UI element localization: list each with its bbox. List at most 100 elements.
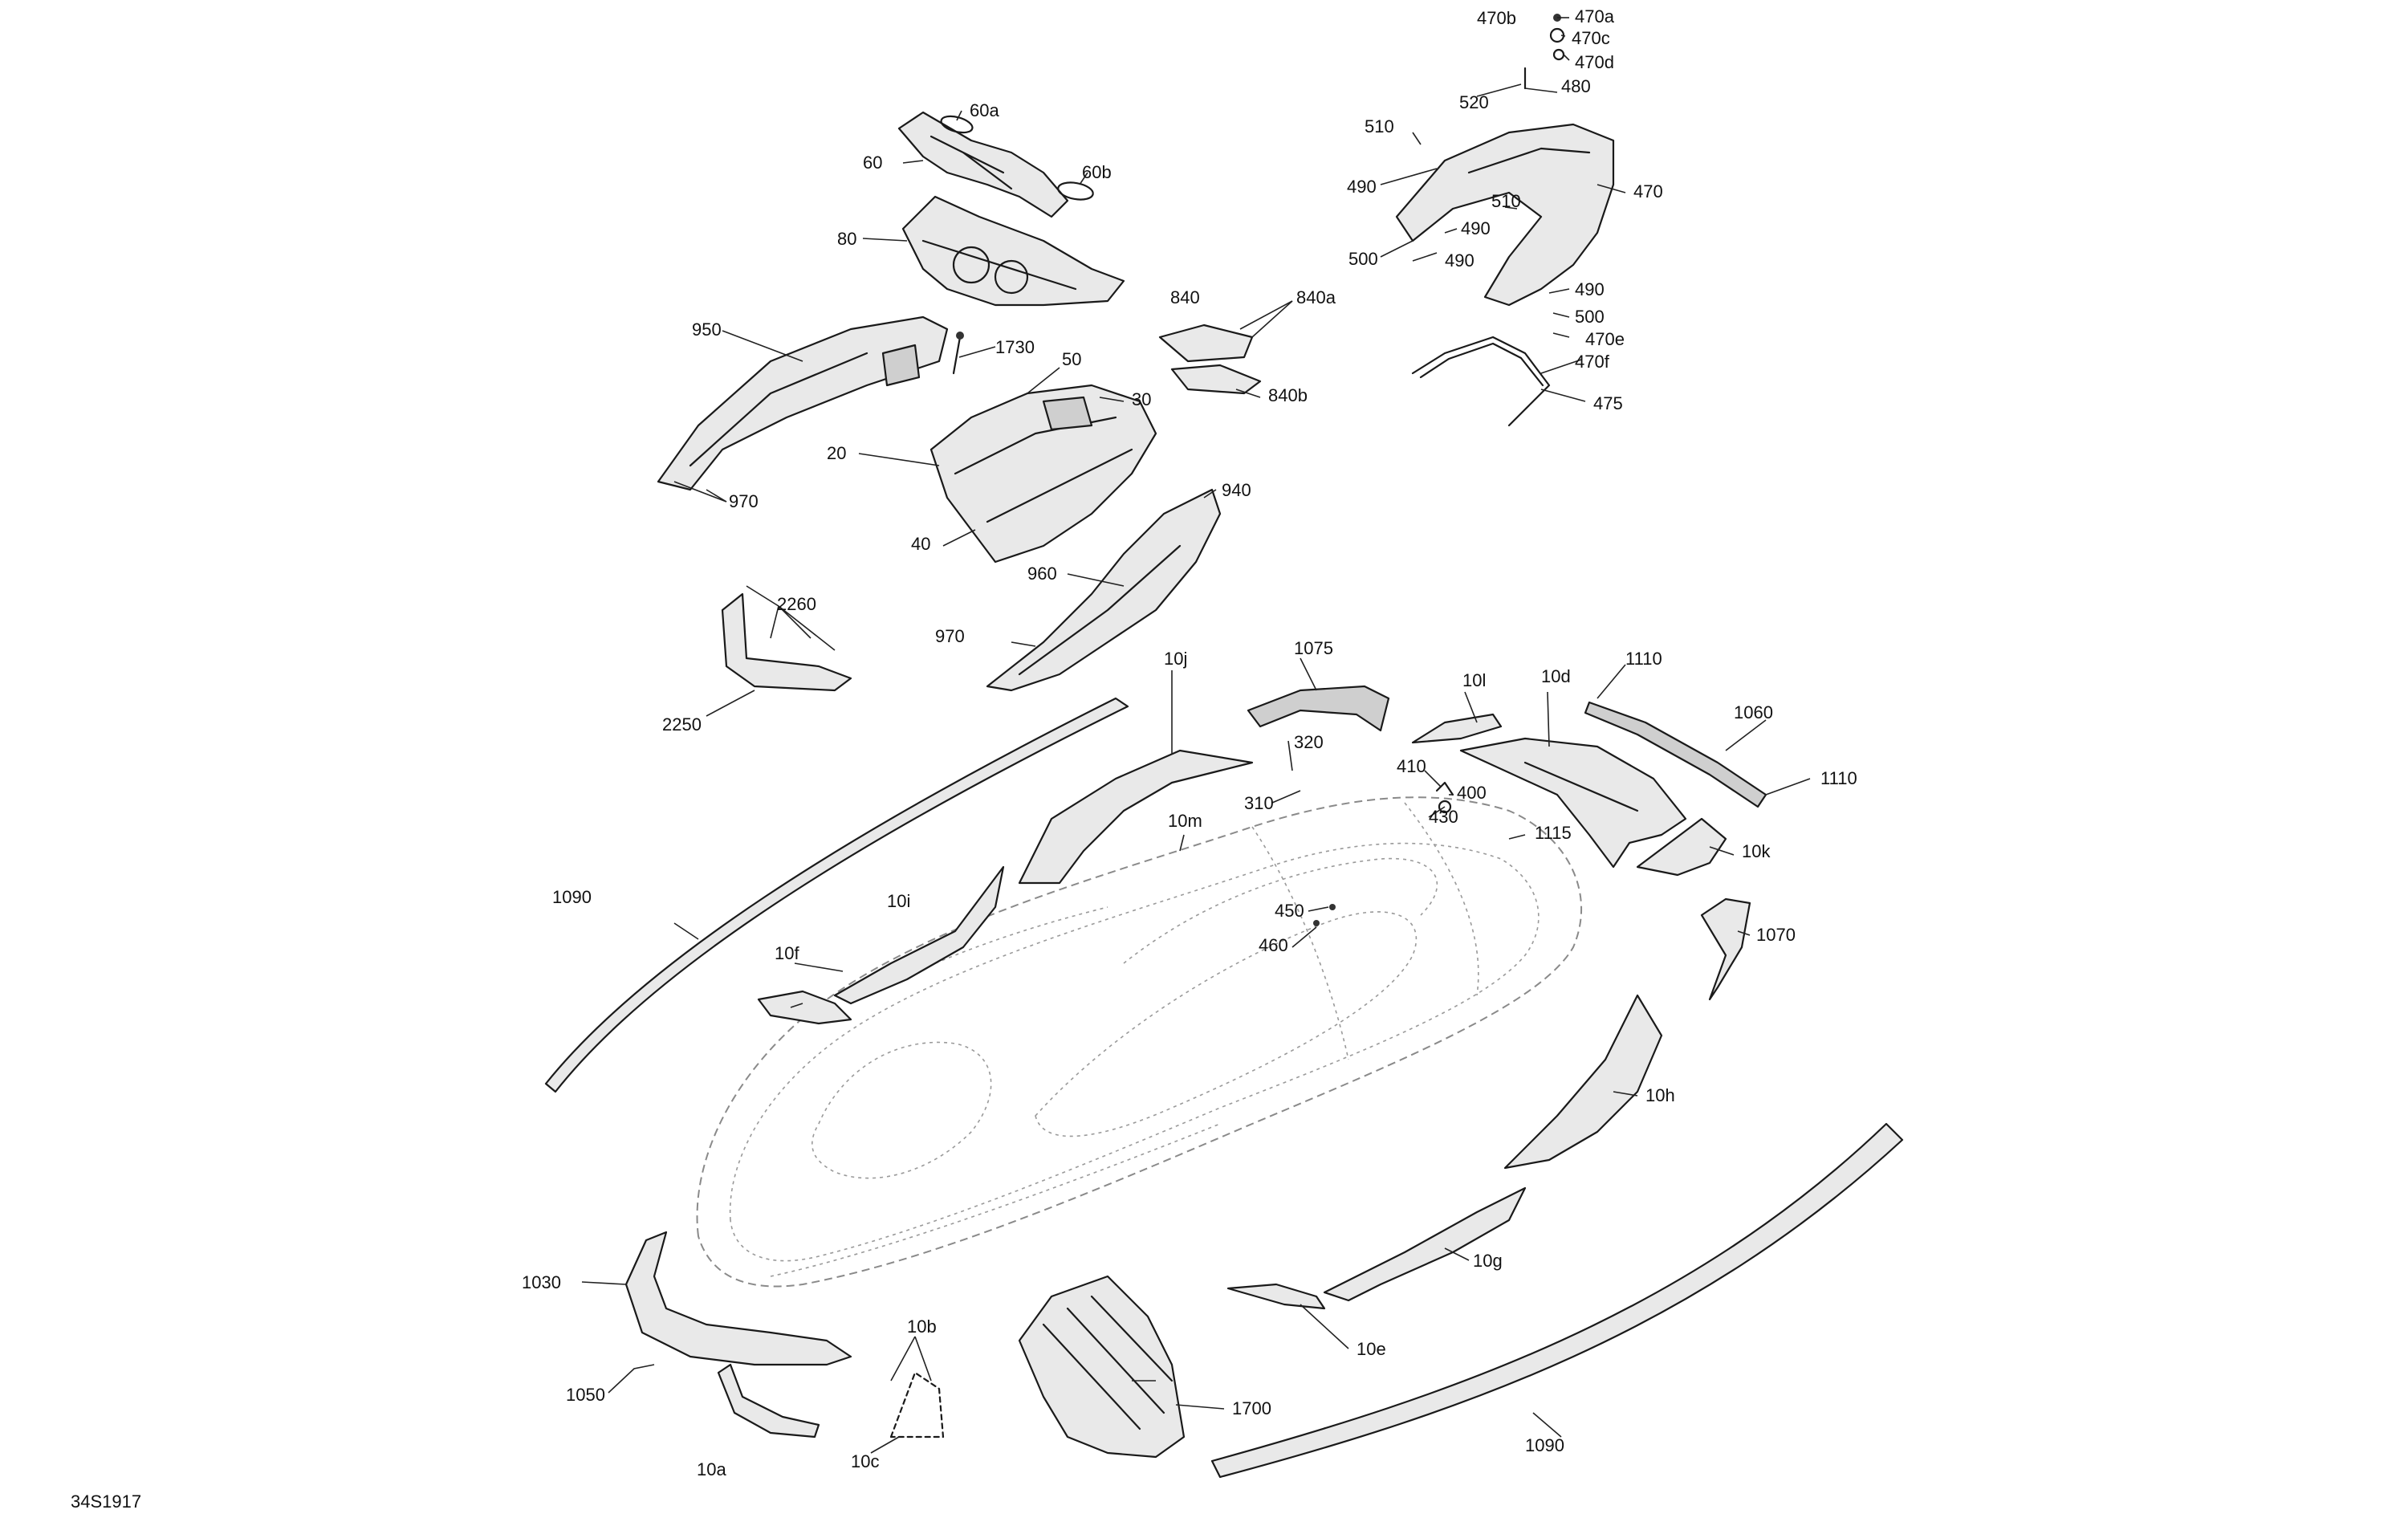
callout-450: 450 [1275,901,1304,921]
callout-1090-left: 1090 [552,887,592,907]
long-strip-1090-right [1210,1122,1904,1479]
callout-470b: 470b [1477,8,1516,28]
callout-950: 950 [692,319,722,340]
decal-10b-10c [889,1371,945,1439]
grab-handle-470 [1395,123,1615,307]
callout-1090-right: 1090 [1525,1435,1564,1455]
callout-10a: 10a [697,1459,726,1479]
callout-10k: 10k [1742,841,1771,861]
callout-10b: 10b [907,1316,937,1337]
callout-10e: 10e [1357,1339,1386,1359]
callout-labels: 60a 60 60b 80 950 1730 50 30 20 40 840 8… [522,6,1857,1479]
callout-80: 80 [837,229,856,249]
bumper-1030 [624,1231,852,1366]
callout-470e: 470e [1585,329,1625,349]
callout-10h: 10h [1645,1085,1675,1105]
callout-475: 475 [1593,393,1623,413]
long-strip-1090-left [544,697,1129,1093]
callout-840: 840 [1170,287,1200,307]
callout-1050: 1050 [566,1385,605,1405]
callout-60a: 60a [970,100,999,120]
callout-840b: 840b [1268,385,1308,405]
seat-1075 [1247,685,1390,732]
decal-60b [1057,181,1094,201]
callout-50: 50 [1062,349,1081,369]
callout-10g: 10g [1473,1251,1503,1271]
storage-tray-80 [901,195,1125,307]
callout-1730: 1730 [995,337,1035,357]
fastener-450-460 [1313,904,1336,926]
callout-500-b: 500 [1575,307,1605,327]
callout-460: 460 [1259,935,1288,955]
decal-10i [833,865,1005,1005]
panel-960 [986,488,1222,692]
callout-430: 430 [1429,807,1458,827]
callout-10i: 10i [887,891,910,911]
strip-1060 [1584,701,1767,808]
callout-470a: 470a [1575,6,1615,26]
reference-code: 34S1917 [71,1491,141,1512]
grab-bar-475 [1411,336,1551,427]
callout-30: 30 [1132,389,1151,409]
callout-60b: 60b [1082,162,1112,182]
callout-840a: 840a [1296,287,1336,307]
callout-60: 60 [863,153,882,173]
callout-1070: 1070 [1756,925,1796,945]
callout-520: 520 [1459,92,1489,112]
callout-2260: 2260 [777,594,816,614]
callout-490-a: 490 [1347,177,1377,197]
mirror-840 [1158,324,1262,395]
callout-410: 410 [1397,756,1426,776]
leader-lines [581,17,1811,1454]
callout-400: 400 [1457,783,1487,803]
callout-490-c: 490 [1445,250,1474,271]
callout-1110-upper: 1110 [1625,649,1662,669]
bracket-2250 [721,592,852,692]
decal-10k [1636,817,1727,877]
callout-10c: 10c [851,1451,879,1471]
callout-310: 310 [1244,793,1274,813]
callout-470f: 470f [1575,352,1610,372]
callout-510-upper: 510 [1365,116,1394,136]
callout-500-a: 500 [1348,249,1378,269]
front-cover-60 [897,111,1069,218]
decal-10d [1459,737,1687,869]
callout-970-lower: 970 [935,626,965,646]
callout-10l: 10l [1462,670,1486,690]
callout-470d: 470d [1575,52,1614,72]
callout-10f: 10f [775,943,799,963]
decal-10g [1323,1186,1527,1302]
callout-470c: 470c [1572,28,1610,48]
callout-1700: 1700 [1232,1398,1271,1418]
callout-1115: 1115 [1535,823,1572,843]
footwell-mat-1700 [1018,1275,1186,1459]
decal-10l [1411,713,1503,744]
callout-1075: 1075 [1294,638,1333,658]
bumper-10a [717,1363,820,1439]
callout-40: 40 [911,534,930,554]
callout-510-lower: 510 [1491,191,1521,211]
callout-10d: 10d [1541,666,1571,686]
callout-470: 470 [1633,181,1663,201]
callout-320: 320 [1294,732,1324,752]
callout-960: 960 [1027,564,1057,584]
hull-phantom [696,796,1582,1288]
console-20 [929,384,1157,564]
decal-10e [1226,1283,1326,1310]
decal-10f [757,990,852,1025]
callout-480: 480 [1561,76,1591,96]
callout-2250: 2250 [662,714,702,735]
fastener-1730 [952,332,964,375]
callout-10m: 10m [1168,811,1202,831]
hardware-400-410-430 [1435,781,1454,814]
callout-490-d: 490 [1575,279,1605,299]
callout-1030: 1030 [522,1272,561,1292]
bumper-1070 [1700,897,1751,1001]
hardware-470abcd [1523,14,1565,90]
callout-940: 940 [1222,480,1251,500]
decal-10h [1503,994,1663,1170]
callout-20: 20 [827,443,846,463]
side-panel-950 [657,315,949,491]
callout-490-b: 490 [1461,218,1491,238]
